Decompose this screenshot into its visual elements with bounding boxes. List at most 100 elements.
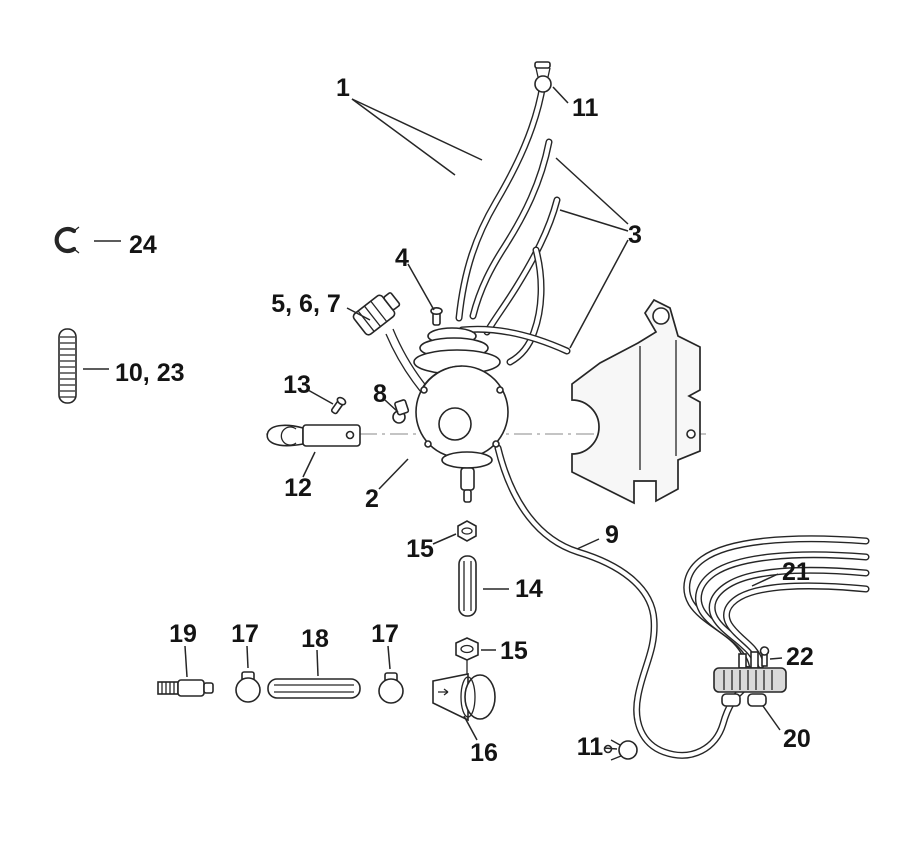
clamp-11-bottom-ring (618, 740, 638, 760)
manifold-body (713, 667, 787, 693)
callout-15-lower: 15 (500, 637, 528, 665)
valve-16-body (432, 673, 469, 722)
leader-13 (307, 389, 334, 405)
nut-15-lower (455, 637, 479, 661)
fitting-19-barb (157, 681, 179, 695)
pump-bolt-3 (420, 386, 428, 394)
manifold-ribs (723, 670, 773, 690)
nut-15-upper (457, 520, 477, 542)
screw-4 (430, 306, 443, 326)
screw-13 (330, 396, 347, 415)
leader-20 (762, 705, 781, 731)
leader-19 (184, 645, 188, 678)
leader-lines (83, 86, 783, 750)
hose-clamp-11-top (534, 61, 552, 93)
pump-lower-cup (441, 451, 493, 469)
leader-17-left (246, 645, 249, 669)
leader-18 (316, 649, 319, 677)
clip-24-body (54, 226, 77, 254)
pump-bolt-2 (492, 440, 500, 448)
callout-11-top: 11 (572, 94, 599, 122)
mounting-bracket (571, 298, 701, 505)
callout-11-bottom: 11 (577, 733, 604, 761)
distribution-manifold (713, 646, 787, 707)
fitting-19-tip (203, 682, 214, 694)
bracket-12-loop-inner (280, 426, 297, 446)
leader-22 (769, 657, 783, 660)
bracket-small-hole (686, 429, 696, 439)
nut-15-lower-hex (455, 637, 479, 661)
hose-18-lines (274, 684, 354, 693)
leader-12 (302, 451, 316, 478)
bracket-12-bar (302, 424, 361, 447)
leader-1b (351, 98, 483, 161)
callout-labels: 1 11 3 4 5, 6, 7 24 10, 23 13 8 12 2 9 1… (115, 74, 814, 767)
pump-outlet-barb (463, 489, 472, 503)
valve-16-inner (460, 676, 476, 718)
leader-2 (378, 458, 409, 490)
manifold-nipple-1 (738, 653, 747, 669)
connector-tab (383, 292, 401, 311)
nut-15-upper-bore (461, 527, 473, 535)
tube-14-body (458, 555, 477, 617)
callout-9: 9 (605, 521, 619, 549)
hose-18 (267, 678, 361, 699)
manifold-nipple-2 (750, 651, 759, 669)
callout-10-23: 10, 23 (115, 359, 185, 387)
leader-3a (555, 157, 629, 225)
pump-body-detail-arc (420, 365, 463, 391)
callout-18: 18 (301, 625, 329, 653)
leader-5-6-7 (346, 307, 371, 321)
callout-13: 13 (283, 371, 311, 399)
nut-15-upper-hex (457, 520, 477, 542)
stud-threads (60, 336, 75, 398)
callout-17-left: 17 (231, 620, 259, 648)
clip-24-ends (73, 226, 80, 254)
clamp-11-top-ring (534, 75, 552, 93)
bracket-plate (571, 298, 701, 505)
leader-21 (751, 573, 779, 587)
retainer-clip-24 (54, 226, 80, 254)
clamp-11-top-ears (535, 67, 551, 78)
pump-outlet-stem (460, 467, 475, 491)
clamp-11-bottom-ears (610, 739, 622, 761)
callout-14: 14 (515, 575, 543, 603)
hose-18-body (267, 678, 361, 699)
sensor-8 (392, 399, 410, 424)
callout-5-6-7: 5, 6, 7 (271, 290, 341, 318)
screw-13-head (336, 396, 347, 406)
leader-3b (559, 209, 629, 232)
hose-clamp-17-left (235, 671, 261, 703)
clamp-bracket-12 (266, 424, 361, 447)
bracket-hook-hole (652, 307, 670, 325)
tube-14 (458, 555, 477, 617)
callout-8: 8 (373, 380, 387, 408)
connector-5-6-7 (352, 292, 401, 336)
callout-4: 4 (395, 244, 409, 272)
callout-17-right: 17 (371, 620, 399, 648)
oil-injection-pump (352, 292, 509, 503)
callout-22: 22 (786, 643, 814, 671)
leader-11-bottom (603, 747, 618, 750)
bracket-12-hole (345, 430, 355, 440)
callout-1: 1 (336, 74, 350, 102)
manifold-tab-left (721, 693, 741, 707)
barb-fitting-19 (157, 679, 214, 697)
screw-22-head (759, 646, 770, 656)
callout-16: 16 (470, 739, 498, 767)
manifold-tab-right (747, 693, 767, 707)
fuel-hoses-top (459, 84, 567, 362)
leader-16 (463, 715, 478, 741)
tube-14-lines (463, 561, 472, 611)
check-valve-16 (432, 660, 496, 722)
clamp-11-top-head (534, 61, 551, 69)
leader-3c (569, 239, 629, 349)
hose-clamp-17-right (378, 672, 404, 704)
clamp-17-left-ring (235, 677, 261, 703)
fitting-19-body (177, 679, 205, 697)
callout-21: 21 (782, 558, 810, 586)
hose-bundle-21 (687, 539, 866, 666)
callout-19: 19 (169, 620, 197, 648)
